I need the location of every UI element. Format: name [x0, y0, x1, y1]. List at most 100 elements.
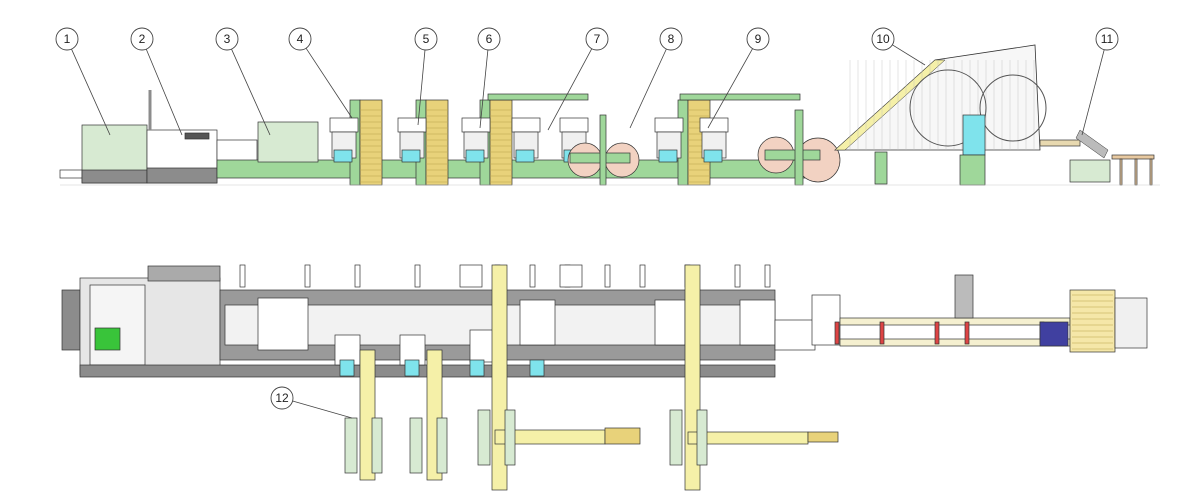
callout-circle [1095, 27, 1119, 51]
leader-line [417, 49, 426, 126]
callout-circle [746, 27, 770, 51]
callout-label: 4 [297, 32, 304, 46]
stacker-unit [1069, 159, 1111, 183]
plan-stacker-tower [954, 274, 974, 319]
cyan-block [465, 149, 485, 163]
plan-post [239, 264, 246, 288]
callout-label: 5 [423, 32, 430, 46]
plan-roll-stand-leg [436, 417, 448, 474]
plan-cyan-block [469, 359, 485, 377]
leader-line [892, 44, 926, 66]
callout-12: 12 [270, 386, 353, 419]
callout-circle [585, 27, 609, 51]
leader-line [145, 49, 183, 136]
callout-7: 7 [547, 27, 609, 131]
callout-label: 12 [275, 391, 289, 405]
plan-top-block [147, 265, 221, 282]
plan-station [739, 299, 776, 346]
plan-cyan-block [339, 359, 355, 377]
plan-station [469, 329, 496, 363]
cyan-block [703, 149, 723, 163]
plan-post [529, 264, 536, 288]
leader-line [305, 47, 353, 119]
printing-unit [257, 121, 319, 163]
leader-line [292, 400, 353, 419]
delivery-table [1111, 154, 1155, 160]
plan-post [604, 264, 611, 288]
plan-roll-arm [359, 349, 376, 481]
callout-circle [871, 27, 895, 51]
callout-4: 4 [288, 27, 353, 119]
plan-cyan-block [404, 359, 420, 377]
callout-label: 2 [139, 32, 146, 46]
callout-circle [215, 27, 239, 51]
conveyor-leg [959, 154, 986, 186]
plan-red-marker [834, 321, 840, 345]
plan-roll-stand-leg [477, 409, 491, 466]
stacker-arm [1075, 129, 1109, 159]
callout-circle [477, 27, 501, 51]
callout-10: 10 [871, 27, 926, 66]
plan-red-marker [964, 321, 970, 345]
leader-line [479, 49, 489, 129]
leader-line [629, 48, 667, 129]
plan-cabinet [559, 264, 583, 288]
callout-circle [659, 27, 683, 51]
plan-post [734, 264, 741, 288]
callout-label: 3 [224, 32, 231, 46]
plan-arm-end [604, 427, 641, 445]
upper-frame [679, 93, 801, 101]
cyan-block [333, 149, 353, 163]
drum-wheel [979, 74, 1047, 142]
plan-post [304, 264, 311, 288]
callout-circle [130, 27, 154, 51]
plan-station [257, 297, 309, 351]
plan-station [519, 299, 556, 346]
plan-roll-stand-leg [696, 409, 708, 466]
callout-5: 5 [414, 27, 438, 126]
callout-label: 11 [1101, 32, 1114, 46]
callout-label: 6 [486, 32, 493, 46]
plan-cabinet [459, 264, 483, 288]
plan-post [639, 264, 646, 288]
cyan-block [658, 149, 678, 163]
plan-arm-end [807, 431, 839, 443]
callout-circle [55, 27, 79, 51]
callout-label: 7 [594, 32, 601, 46]
plan-post [764, 264, 771, 288]
plan-red-marker [934, 321, 940, 345]
plan-roll-stand-leg [504, 409, 516, 466]
plan-transfer [774, 319, 816, 351]
upper-frame [487, 93, 589, 101]
callout-3: 3 [215, 27, 271, 136]
reel-arm [764, 149, 821, 161]
callout-circle [414, 27, 438, 51]
callout-6: 6 [477, 27, 501, 129]
callout-2: 2 [130, 27, 183, 136]
callout-label: 10 [876, 32, 890, 46]
plan-station [654, 299, 686, 346]
conveyor-leg [874, 151, 888, 185]
plan-roll-stand [89, 284, 146, 366]
plan-cyan-block [529, 359, 545, 377]
leader-line [231, 48, 271, 136]
plan-roll-stand-leg [409, 417, 423, 474]
leader-line [707, 48, 753, 129]
callout-label: 9 [755, 32, 762, 46]
plan-delivery-table [1114, 297, 1148, 349]
callout-11: 11 [1081, 27, 1119, 136]
callout-1: 1 [55, 27, 111, 136]
callout-label: 8 [668, 32, 675, 46]
outfeed-rail [1039, 139, 1081, 147]
plan-roll-stand-leg [669, 409, 683, 466]
callout-9: 9 [707, 27, 770, 129]
callout-circle [270, 386, 294, 410]
drum-wheel [909, 69, 987, 147]
leader-line [71, 48, 111, 136]
plan-roll-stand-leg [371, 417, 383, 474]
plan-post [414, 264, 421, 288]
plan-stacker [1069, 289, 1116, 353]
